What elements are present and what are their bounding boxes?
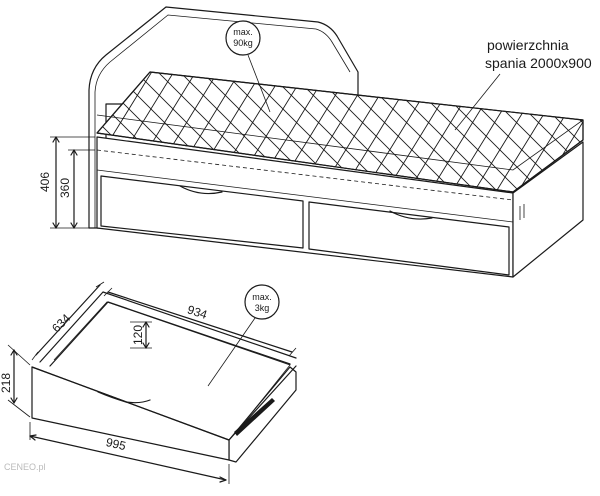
quilt-line (277, 72, 439, 192)
bed-load-line1: max. (233, 27, 253, 37)
quilt-line (371, 72, 583, 192)
bed-drawer-right-handle (389, 210, 433, 220)
drawer-width-label: 995 (105, 435, 128, 453)
bed-frame-height-label: 360 (58, 178, 72, 198)
quilt-line (475, 72, 583, 192)
bed-frame-side (512, 141, 584, 278)
quilt-line (97, 72, 281, 192)
quilt-line (97, 72, 241, 192)
quilt-line (211, 72, 373, 192)
quilt-line (261, 72, 523, 192)
mattress-quilt-pattern (0, 0, 600, 260)
quilt-line (431, 72, 583, 192)
drawer-load-line1: max. (252, 292, 272, 302)
quilt-line (97, 72, 197, 192)
quilt-line (283, 72, 545, 192)
quilt-line (101, 72, 263, 192)
bed-drawer-left-handle (179, 185, 223, 195)
bed-total-height-label: 406 (38, 172, 52, 192)
drawer-inner-width-label: 934 (186, 302, 210, 322)
drawer-load-badge: max. 3kg (207, 284, 280, 387)
quilt-line (217, 72, 479, 192)
drawer-illustration: max. 3kg 634 934 120 (0, 281, 297, 484)
quilt-line (151, 72, 413, 192)
drawer-width-dimension: 995 (29, 422, 230, 484)
quilt-line (173, 72, 435, 192)
quilt-line (349, 72, 583, 192)
quilt-line (97, 72, 325, 192)
bed-load-badge: max. 90kg (225, 20, 271, 113)
bed-illustration: max. 90kg powierzchnia spania 2000x900 4… (0, 0, 600, 278)
bed-headboard (88, 6, 359, 229)
quilt-line (195, 72, 457, 192)
quilt-line (321, 72, 483, 192)
quilt-line (107, 72, 369, 192)
drawer-handle-slot (234, 398, 275, 436)
quilt-line (255, 72, 417, 192)
sleeping-area-label-line2: spania 2000x900 (485, 55, 592, 71)
quilt-line (437, 72, 583, 192)
bed-load-line2: 90kg (233, 38, 253, 48)
drawer-inner-width-dimension: 934 (103, 287, 297, 357)
quilt-line (387, 72, 549, 192)
bed-drawer-right (308, 201, 510, 276)
quilt-line (497, 72, 583, 192)
quilt-line (327, 72, 583, 192)
quilt-line (97, 72, 347, 192)
drawer-front-panel (31, 366, 230, 461)
drawer-height-label: 218 (0, 373, 13, 393)
drawer-depth-dimension: 634 (31, 281, 105, 361)
quilt-line (415, 72, 583, 192)
quilt-line (129, 72, 391, 192)
drawer-side-panel (228, 366, 297, 463)
drawer-load-line2: 3kg (255, 303, 270, 313)
quilt-line (0, 0, 82, 260)
quilt-line (97, 72, 303, 192)
drawer-depth-label: 634 (49, 311, 73, 335)
quilt-line (145, 72, 307, 192)
quilt-line (586, 0, 600, 260)
quilt-line (189, 72, 351, 192)
quilt-line (299, 72, 461, 192)
quilt-line (123, 72, 285, 192)
quilt-line (97, 72, 259, 192)
quilt-line (393, 72, 583, 192)
sleeping-area-leader (454, 73, 501, 131)
quilt-line (233, 72, 395, 192)
quilt-line (343, 72, 505, 192)
watermark: CENEO.pl (4, 462, 46, 472)
drawer-front-notch (97, 391, 151, 404)
sleeping-area-label-line1: powierzchnia (487, 37, 569, 53)
drawer-height-dimension: 218 (0, 344, 31, 418)
quilt-line (409, 72, 571, 192)
quilt-line (97, 72, 237, 192)
drawer-inner-height-label: 120 (131, 325, 145, 345)
quilt-line (592, 0, 600, 260)
quilt-line (97, 72, 219, 192)
bed-drawer-left (100, 175, 304, 249)
quilt-line (0, 0, 42, 260)
quilt-line (0, 0, 20, 260)
quilt-line (365, 72, 527, 192)
bed-height-dimensions: 406 360 (38, 136, 95, 229)
quilt-line (0, 0, 64, 260)
quilt-line (453, 72, 583, 192)
quilt-line (0, 0, 86, 260)
quilt-line (305, 72, 567, 192)
drawer-inner-height-dimension: 120 (130, 321, 152, 349)
quilt-line (0, 0, 60, 260)
quilt-line (239, 72, 501, 192)
quilt-line (167, 72, 329, 192)
